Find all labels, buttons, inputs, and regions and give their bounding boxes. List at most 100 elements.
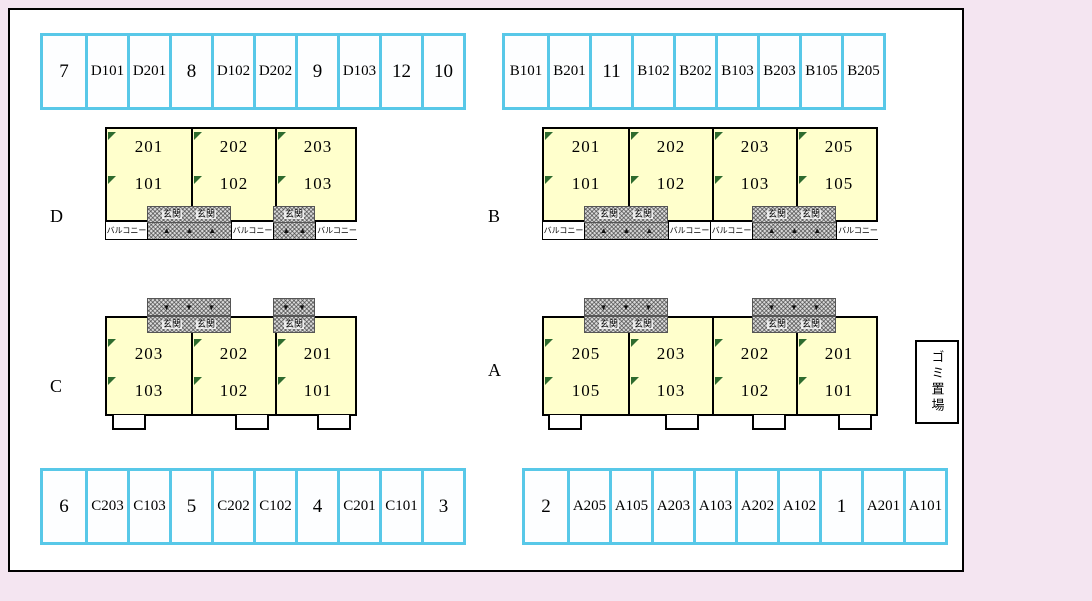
parking-space: C102 xyxy=(253,468,298,545)
building-A: ▼ ▼ ▼ ▼ ▼ ▼ 玄関 玄関 玄関 玄関 205 105 xyxy=(542,298,878,430)
entrance-porch xyxy=(665,415,699,430)
stair-triangle-icon: ▲ xyxy=(813,226,822,235)
entrance-label: 玄関 xyxy=(283,209,304,219)
entrance-porch xyxy=(112,415,146,430)
parking-space: D102 xyxy=(211,33,256,110)
parking-row-bottom-right: 2 A205 A105 A203 A103 A202 A102 1 A201 A… xyxy=(522,468,948,545)
parking-space: 11 xyxy=(589,33,634,110)
parking-space: B203 xyxy=(757,33,802,110)
entrance-label: 玄関 xyxy=(632,209,653,219)
door-icon xyxy=(278,132,286,140)
entrance-label: 玄関 xyxy=(195,209,216,219)
parking-space: 6 xyxy=(40,468,88,545)
stair-triangle-icon: ▼ xyxy=(644,302,653,312)
stair-triangle-icon: ▼ xyxy=(162,302,171,312)
stairs: ▼ ▼ ▼ xyxy=(584,298,668,316)
parking-space: C101 xyxy=(379,468,424,545)
unit-cell: 203 103 xyxy=(712,129,796,220)
entrance-label: 玄関 xyxy=(161,319,182,329)
unit-number: 103 xyxy=(303,174,333,193)
parking-space: 7 xyxy=(40,33,88,110)
unit-cell: 202 102 xyxy=(191,318,275,414)
stairs: ▲ ▲ ▲ xyxy=(148,222,232,239)
door-icon xyxy=(108,377,116,385)
unit-number: 102 xyxy=(219,174,249,193)
parking-space: A103 xyxy=(693,468,738,545)
balcony-label: バルコニー xyxy=(543,222,585,239)
door-icon xyxy=(545,176,553,184)
unit-number: 101 xyxy=(303,381,333,400)
entrance-block: 玄関 玄関 xyxy=(752,316,836,333)
balcony-label: バルコニー xyxy=(669,222,711,239)
parking-space: D201 xyxy=(127,33,172,110)
parking-row-top-left: 7 D101 D201 8 D102 D202 9 D103 12 10 xyxy=(40,33,466,110)
door-icon xyxy=(715,176,723,184)
parking-space: C202 xyxy=(211,468,256,545)
stair-triangle-icon: ▼ xyxy=(298,302,306,312)
stair-triangle-icon: ▼ xyxy=(812,302,821,312)
entrance-porch xyxy=(317,415,351,430)
door-icon xyxy=(194,176,202,184)
door-icon xyxy=(545,132,553,140)
parking-space: A203 xyxy=(651,468,696,545)
building-label-D: D xyxy=(50,206,63,226)
entrance-label: 玄関 xyxy=(598,319,619,329)
parking-space: B102 xyxy=(631,33,676,110)
building-label-C: C xyxy=(50,376,63,396)
stair-triangle-icon: ▼ xyxy=(599,302,608,312)
door-icon xyxy=(799,176,807,184)
unit-number: 203 xyxy=(656,344,686,363)
door-icon xyxy=(631,132,639,140)
door-icon xyxy=(631,377,639,385)
stairs: ▲ ▲ ▲ xyxy=(753,222,837,239)
unit-number: 201 xyxy=(134,137,164,156)
entrance-label: 玄関 xyxy=(800,319,821,329)
door-icon xyxy=(631,176,639,184)
unit-number: 203 xyxy=(740,137,770,156)
parking-space: 9 xyxy=(295,33,340,110)
door-icon xyxy=(799,377,807,385)
balcony-strip: バルコニー ▲ ▲ ▲ バルコニー バルコニー ▲ ▲ ▲ バルコニー xyxy=(542,222,879,240)
entrance-label: 玄関 xyxy=(195,319,216,329)
unit-cell: 202 102 xyxy=(628,129,712,220)
door-icon xyxy=(799,339,807,347)
entrance-porch xyxy=(548,415,582,430)
unit-cell: 202 102 xyxy=(191,129,275,220)
unit-number: 102 xyxy=(656,174,686,193)
entrance-porch xyxy=(752,415,786,430)
parking-row-top-right: B101 B201 11 B102 B202 B103 B203 B105 B2… xyxy=(502,33,886,110)
unit-number: 201 xyxy=(571,137,601,156)
door-icon xyxy=(715,339,723,347)
unit-number: 102 xyxy=(740,381,770,400)
balcony-label: バルコニー xyxy=(316,222,358,239)
unit-number: 201 xyxy=(303,344,333,363)
entrance-label: 玄関 xyxy=(766,319,787,329)
unit-number: 101 xyxy=(134,174,164,193)
parking-space: A202 xyxy=(735,468,780,545)
unit-number: 205 xyxy=(571,344,601,363)
parking-space: D103 xyxy=(337,33,382,110)
unit-number: 203 xyxy=(303,137,333,156)
stair-triangle-icon: ▲ xyxy=(162,226,171,235)
parking-space: B205 xyxy=(841,33,886,110)
door-icon xyxy=(108,176,116,184)
entrance-label: 玄関 xyxy=(161,209,182,219)
unit-number: 203 xyxy=(134,344,164,363)
unit-number: 105 xyxy=(824,174,854,193)
parking-space: 8 xyxy=(169,33,214,110)
door-icon xyxy=(715,377,723,385)
unit-cell: 203 103 xyxy=(628,318,712,414)
parking-space: C103 xyxy=(127,468,172,545)
unit-number: 103 xyxy=(656,381,686,400)
stairs: ▲ ▲ ▲ xyxy=(585,222,669,239)
building-D: 201 101 202 102 203 103 玄関 玄関 玄 xyxy=(105,127,358,240)
door-icon xyxy=(194,377,202,385)
unit-number: 102 xyxy=(219,381,249,400)
building-C: ▼ ▼ ▼ ▼ ▼ 玄関 玄関 玄関 203 103 xyxy=(105,298,357,430)
stair-triangle-icon: ▲ xyxy=(282,226,291,235)
door-icon xyxy=(108,132,116,140)
entrance-label: 玄関 xyxy=(632,319,653,329)
door-icon xyxy=(545,339,553,347)
unit-number: 101 xyxy=(824,381,854,400)
